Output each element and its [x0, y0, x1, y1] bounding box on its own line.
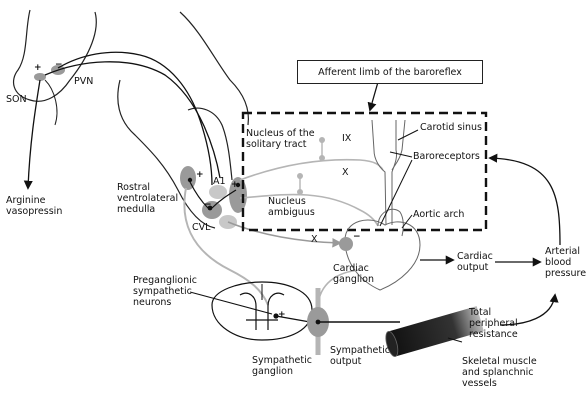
sympathetic-output-line-1: Sympathetic [330, 345, 390, 356]
brain-outline [14, 10, 97, 101]
sympathetic-ganglion-line-2: ganglion [252, 366, 312, 377]
cardiac-output-label: Cardiac output [457, 251, 493, 273]
brain-outline-back [180, 12, 248, 125]
cardiac-ganglion-line-2: ganglion [333, 274, 374, 285]
arterial-blood-pressure-label: Arterial blood pressure [545, 246, 586, 279]
sign-plus-nts: + [231, 180, 239, 190]
hypothalamus-outline [45, 80, 57, 125]
vasopressin-arrow [28, 80, 40, 188]
preganglionic-line-1: Preganglionic [133, 275, 197, 286]
sign-plus-rvlm: + [196, 170, 204, 180]
cerebellum-outline [188, 108, 232, 180]
tpr-line-2: peripheral [469, 318, 518, 329]
arterial-bp-line-1: Arterial [545, 246, 586, 257]
tpr-line-3: resistance [469, 329, 518, 340]
arginine-vasopressin-line-1: Arginine [6, 195, 62, 206]
cardiac-ganglion-label: Cardiac ganglion [333, 263, 374, 285]
skeletal-muscle-label: Skeletal muscle and splanchnic vessels [462, 356, 537, 389]
x-efferent-path [228, 222, 340, 243]
tpr-line-1: Total [469, 307, 518, 318]
carotid-sinus-pointer [398, 130, 418, 140]
a1-label: A1 [213, 176, 226, 187]
nts-label: Nucleus of the solitary tract [246, 128, 315, 150]
rvlm-line-2: ventrolateral [117, 193, 178, 204]
sympathetic-output-line-2: output [330, 356, 390, 367]
nerve-ix-label: IX [342, 133, 351, 144]
aortic-arch-label: Aortic arch [413, 209, 464, 220]
baroreceptors-label: Baroreceptors [413, 151, 480, 162]
ix-nerve-path [240, 160, 383, 180]
cvl-label: CVL [192, 222, 210, 233]
arterial-bp-line-3: pressure [545, 268, 586, 279]
arterial-bp-line-2: blood [545, 257, 586, 268]
baroreceptor-pointer-2 [380, 160, 412, 226]
sympathetic-output-label: Sympathetic output [330, 345, 390, 367]
total-peripheral-resistance-label: Total peripheral resistance [469, 307, 518, 340]
nerve-x-upper-label: X [342, 167, 349, 178]
rvlm-label: Rostral ventrolateral medulla [117, 182, 178, 215]
sympathetic-ganglion-label: Sympathetic ganglion [252, 355, 312, 377]
nerve-x-lower-label: X [311, 234, 318, 245]
sign-minus-rvlm: − [204, 200, 212, 210]
cardiac-output-line-1: Cardiac [457, 251, 493, 262]
sign-plus-son: + [34, 63, 42, 73]
rvlm-nucleus [180, 166, 196, 190]
skeletal-muscle-line-1: Skeletal muscle [462, 356, 537, 367]
cardiac-output-line-2: output [457, 262, 493, 273]
skeletal-muscle-line-3: vessels [462, 378, 537, 389]
sign-minus-heart: − [353, 232, 361, 242]
pressure-to-baroreceptor-arrow [490, 158, 560, 245]
son-label: SON [6, 94, 27, 105]
rvlm-line-1: Rostral [117, 182, 178, 193]
nts-line-1: Nucleus of the [246, 128, 315, 139]
rvlm-dot [188, 178, 192, 182]
skeletal-muscle-line-2: and splanchnic [462, 367, 537, 378]
nts-line-2: solitary tract [246, 139, 315, 150]
cardiac-ganglion-line-1: Cardiac [333, 263, 374, 274]
cardiac-ganglion-shape [339, 237, 353, 251]
pvn-label: PVN [74, 76, 93, 87]
carotid-sinus-label: Carotid sinus [420, 122, 482, 133]
son-nucleus [34, 73, 46, 81]
arginine-vasopressin-label: Arginine vasopressin [6, 195, 62, 217]
nucleus-ambiguus-line-1: Nucleus [268, 196, 315, 207]
rvlm-line-3: medulla [117, 204, 178, 215]
preganglionic-line-3: neurons [133, 297, 197, 308]
a1-nucleus [209, 185, 227, 199]
sign-plus-spinal: + [278, 310, 286, 320]
title-arrow [370, 82, 378, 110]
preganglionic-pointer [190, 292, 272, 314]
sympathetic-ganglion-line-1: Sympathetic [252, 355, 312, 366]
nucleus-ambiguus-line-2: ambiguus [268, 207, 315, 218]
pvn-pathway [58, 52, 212, 185]
preganglionic-line-2: sympathetic [133, 286, 197, 297]
nucleus-ambiguus-label: Nucleus ambiguus [268, 196, 315, 218]
preganglionic-label: Preganglionic sympathetic neurons [133, 275, 197, 308]
arginine-vasopressin-line-2: vasopressin [6, 206, 62, 217]
sign-minus-pvn: − [55, 60, 63, 70]
afferent-limb-title: Afferent limb of the baroreflex [297, 60, 483, 84]
